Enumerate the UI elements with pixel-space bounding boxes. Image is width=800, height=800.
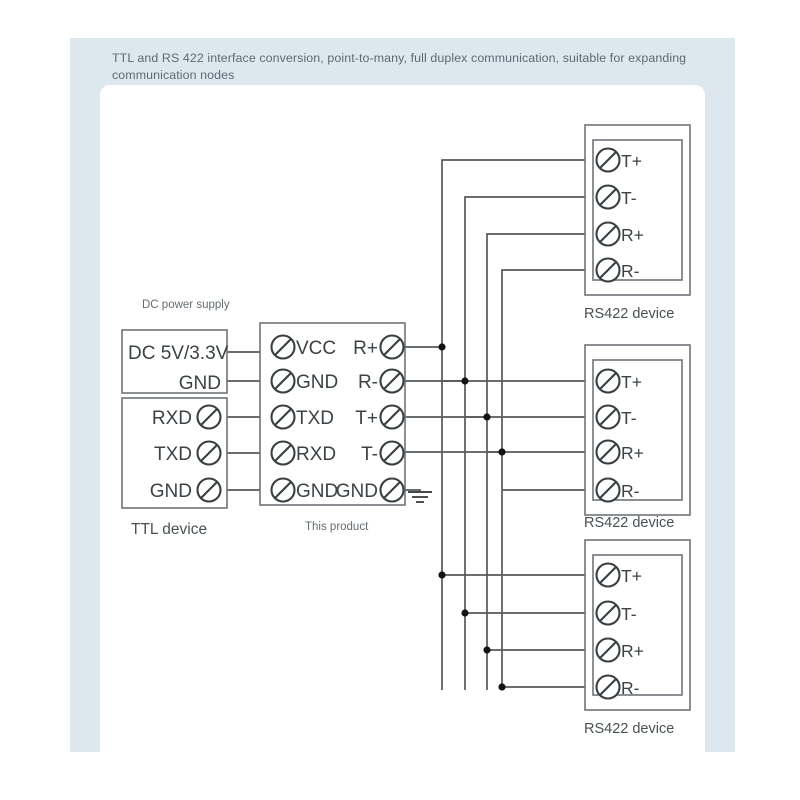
rs422-2-terminal-tplus[interactable]: [595, 368, 621, 394]
product-label-gnd-right: GND: [336, 481, 378, 502]
product-terminal-rplus[interactable]: [379, 334, 405, 360]
product-label-tminus: T-: [361, 444, 378, 465]
rs422-1-label-tplus: T+: [621, 151, 642, 171]
ttl-device-caption: TTL device: [131, 521, 207, 538]
rs422-2-caption: RS422 device: [584, 515, 674, 531]
rs422-3-terminal-tminus[interactable]: [595, 600, 621, 626]
rs422-1-terminal-rminus[interactable]: [595, 257, 621, 283]
rs422-3-label-rplus: R+: [621, 641, 644, 661]
rs422-1-terminal-tminus[interactable]: [595, 184, 621, 210]
product-label-rplus: R+: [353, 338, 378, 359]
rs422-1-caption: RS422 device: [584, 306, 674, 322]
product-label-gnd-left2: GND: [296, 481, 338, 502]
rs422-1-terminal-rplus[interactable]: [595, 221, 621, 247]
dc-gnd-label: GND: [179, 373, 221, 394]
rs422-3-terminal-rplus[interactable]: [595, 637, 621, 663]
ttl-terminal-txd[interactable]: [196, 440, 222, 466]
rs422-3-label-rminus: R-: [621, 678, 640, 698]
product-terminal-txd[interactable]: [270, 404, 296, 430]
junction-dot: [461, 609, 469, 617]
product-label-rxd: RXD: [296, 444, 336, 465]
product-terminal-tplus[interactable]: [379, 404, 405, 430]
rs422-3-terminal-rminus[interactable]: [595, 674, 621, 700]
rs422-2-terminal-tminus[interactable]: [595, 404, 621, 430]
rs422-1-label-rplus: R+: [621, 225, 644, 245]
product-terminal-tminus[interactable]: [379, 440, 405, 466]
junction-dot: [498, 448, 506, 456]
product-label-gnd-left: GND: [296, 372, 338, 393]
ttl-gnd-label: GND: [150, 481, 192, 502]
rs422-1-terminal-tplus[interactable]: [595, 147, 621, 173]
wire-group-power: [227, 351, 260, 382]
wire-group-ttl: [227, 416, 260, 491]
wire-bus-tminus: [405, 269, 585, 691]
rs422-3-label-tplus: T+: [621, 566, 642, 586]
junction-dot: [438, 571, 446, 579]
rs422-2-label-tplus: T+: [621, 372, 642, 392]
product-terminal-gnd-right[interactable]: [379, 477, 405, 503]
rs422-2-label-tminus: T-: [621, 408, 637, 428]
rs422-1-label-tminus: T-: [621, 188, 637, 208]
product-terminal-rxd[interactable]: [270, 440, 296, 466]
product-terminal-gnd-left2[interactable]: [270, 477, 296, 503]
rs422-1-label-rminus: R-: [621, 261, 640, 281]
product-caption: This product: [305, 521, 369, 533]
wire-bus-rminus: [405, 196, 585, 690]
junction-dot: [498, 683, 506, 691]
diagram-caption: TTL and RS 422 interface conversion, poi…: [112, 51, 687, 82]
rs422-2-label-rminus: R-: [621, 481, 640, 501]
ttl-txd-label: TXD: [154, 444, 192, 465]
junction-dot: [438, 343, 446, 351]
junction-dot: [483, 413, 491, 421]
product-label-tplus: T+: [355, 408, 378, 429]
product-label-txd: TXD: [296, 408, 334, 429]
product-label-rminus: R-: [358, 372, 378, 393]
wire-bus-rplus: [405, 159, 585, 690]
product-label-vcc: VCC: [296, 338, 336, 359]
rs422-3-label-tminus: T-: [621, 604, 637, 624]
rs422-3-terminal-tplus[interactable]: [595, 562, 621, 588]
dc-power-supply-caption: DC power supply: [142, 299, 230, 311]
junction-dot: [483, 646, 491, 654]
rs422-2-terminal-rplus[interactable]: [595, 439, 621, 465]
junction-dot: [461, 377, 469, 385]
dc-voltage-label: DC 5V/3.3V: [128, 343, 229, 364]
rs422-2-label-rplus: R+: [621, 443, 644, 463]
rs422-2-terminal-rminus[interactable]: [595, 477, 621, 503]
product-terminal-gnd-left[interactable]: [270, 368, 296, 394]
wire-bus-tplus: [405, 233, 585, 690]
ttl-terminal-gnd[interactable]: [196, 477, 222, 503]
ttl-terminal-rxd[interactable]: [196, 404, 222, 430]
ttl-rxd-label: RXD: [152, 408, 192, 429]
dc-power-supply-box: [121, 329, 228, 394]
rs422-3-caption: RS422 device: [584, 721, 674, 737]
product-terminal-rminus[interactable]: [379, 368, 405, 394]
product-terminal-vcc[interactable]: [270, 334, 296, 360]
wire-ground: [405, 489, 432, 503]
